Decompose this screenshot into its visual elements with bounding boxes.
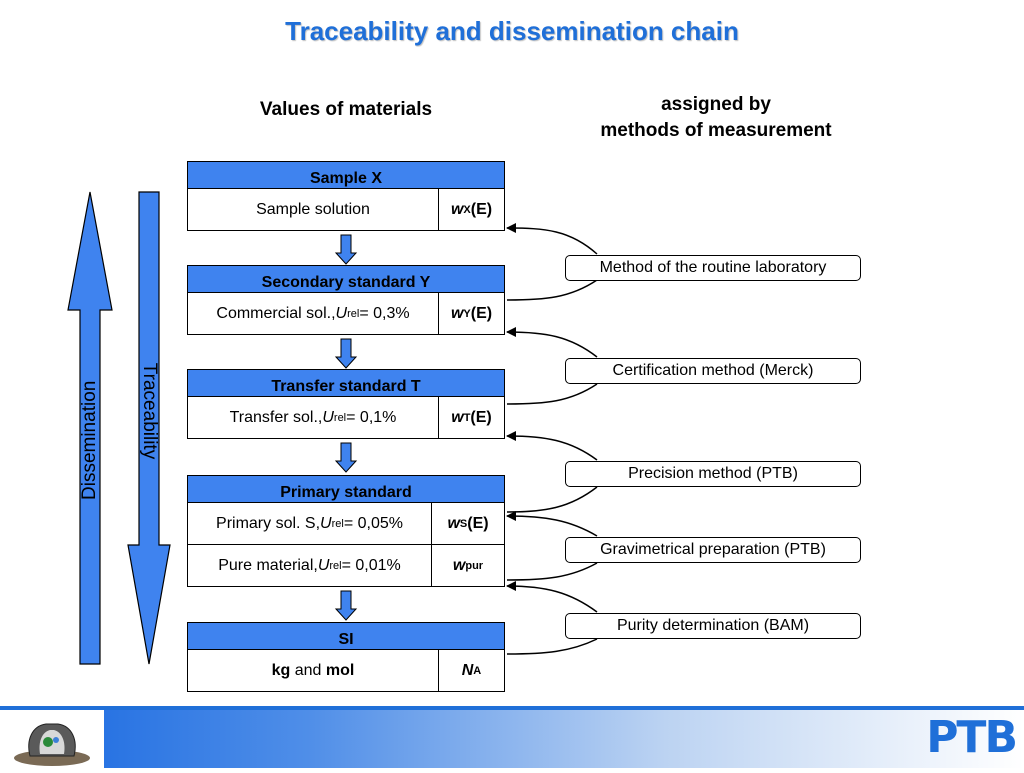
down-arrow-1	[334, 234, 358, 265]
si-value-symbol: N	[461, 661, 474, 679]
traceability-label-text: Traceability	[139, 362, 160, 460]
method-certification: Certification method (Merck)	[565, 358, 861, 384]
secondary-desc-post: = 0,3%	[359, 304, 410, 322]
traceability-arrow	[127, 191, 171, 665]
si-desc-mol: mol	[325, 661, 355, 679]
primary-row2-post: = 0,01%	[341, 556, 401, 574]
si-desc-and: and	[290, 661, 326, 679]
transfer-desc-pre: Transfer sol.,	[229, 408, 323, 426]
primary-row1-post: = 0,05%	[343, 514, 403, 532]
connector-purity-from-si	[506, 638, 598, 655]
secondary-value-tail: (E)	[470, 304, 493, 322]
primary-row2-pre: Pure material,	[218, 556, 318, 574]
ptb-logo-text: PTB	[926, 712, 1018, 763]
secondary-value-sub: Y	[463, 307, 471, 320]
methods-header: assigned by methods of measurement	[566, 92, 866, 144]
transfer-desc-post: = 0,1%	[346, 408, 397, 426]
connector-cert-to-secondary	[506, 327, 598, 358]
values-header-text: Values of materials	[259, 99, 433, 120]
connector-purity-to-pure	[506, 581, 598, 613]
connector-precision-to-transfer	[506, 431, 598, 461]
primary-standard-title: Primary standard	[188, 476, 504, 503]
connector-routine-from-secondary	[506, 279, 598, 301]
primary-row1-pre: Primary sol. S,	[216, 514, 321, 532]
primary-row2-value-sub: pur	[465, 559, 484, 572]
traceability-label: Traceability	[138, 361, 160, 461]
methods-header-line1: assigned by	[661, 94, 771, 115]
primary-row1-u: U	[320, 514, 332, 532]
secondary-desc-sub: rel	[347, 307, 360, 320]
secondary-desc-pre: Commercial sol.,	[216, 304, 336, 322]
primary-row2-u: U	[317, 556, 330, 574]
primary-row2-sub: rel	[329, 559, 342, 572]
connector-routine-to-sample	[506, 223, 598, 255]
connector-grav-to-primary	[506, 511, 598, 537]
method-gravimetrical: Gravimetrical preparation (PTB)	[565, 537, 861, 563]
down-arrow-2	[334, 338, 358, 369]
institute-emblem-icon	[14, 723, 90, 766]
dissemination-label: Dissemination	[79, 381, 101, 500]
ptb-logo: PTB	[926, 712, 1018, 763]
sample-x-value-symbol: w	[450, 200, 464, 218]
si-desc: kg and mol	[188, 650, 439, 691]
transfer-value-symbol: w	[451, 408, 464, 426]
methods-header-line2: methods of measurement	[600, 120, 832, 141]
transfer-standard-title: Transfer standard T	[188, 370, 504, 397]
footer-band	[0, 706, 1024, 768]
sample-x-value-tail: (E)	[470, 200, 493, 218]
values-header: Values of materials	[230, 97, 462, 123]
secondary-standard-title: Secondary standard Y	[188, 266, 504, 293]
transfer-value-tail: (E)	[470, 408, 492, 426]
slide-title: Traceability and dissemination chain	[285, 16, 739, 46]
primary-row1-value-tail: (E)	[467, 514, 489, 532]
connector-grav-from-pure	[506, 562, 598, 581]
primary-row1-sub: rel	[331, 517, 344, 530]
sample-x-value-sub: X	[463, 203, 471, 216]
transfer-desc-sub: rel	[333, 411, 347, 424]
dissemination-label-text: Dissemination	[79, 380, 100, 500]
primary-row1-value-symbol: w	[447, 514, 460, 532]
method-purity: Purity determination (BAM)	[565, 613, 861, 639]
sample-x-desc: Sample solution	[188, 189, 439, 230]
si-title: SI	[188, 623, 504, 650]
down-arrow-3	[334, 442, 358, 473]
secondary-value-symbol: w	[450, 304, 464, 322]
primary-row2-value-symbol: w	[452, 556, 466, 574]
method-routine-lab: Method of the routine laboratory	[565, 255, 861, 281]
si-value-sub: A	[473, 664, 482, 677]
down-arrow-4	[334, 590, 358, 621]
method-precision: Precision method (PTB)	[565, 461, 861, 487]
transfer-desc-u: U	[322, 408, 334, 426]
primary-row1-value-sub: S	[459, 517, 468, 530]
si-desc-kg: kg	[271, 661, 291, 679]
connector-precision-from-primary	[506, 486, 598, 513]
footer-logo-area	[0, 710, 104, 768]
connector-cert-from-transfer	[506, 383, 598, 405]
dissemination-arrow	[67, 191, 113, 665]
sample-x-title: Sample X	[188, 162, 504, 189]
transfer-value-sub: T	[463, 411, 471, 424]
secondary-desc-u: U	[335, 304, 348, 322]
